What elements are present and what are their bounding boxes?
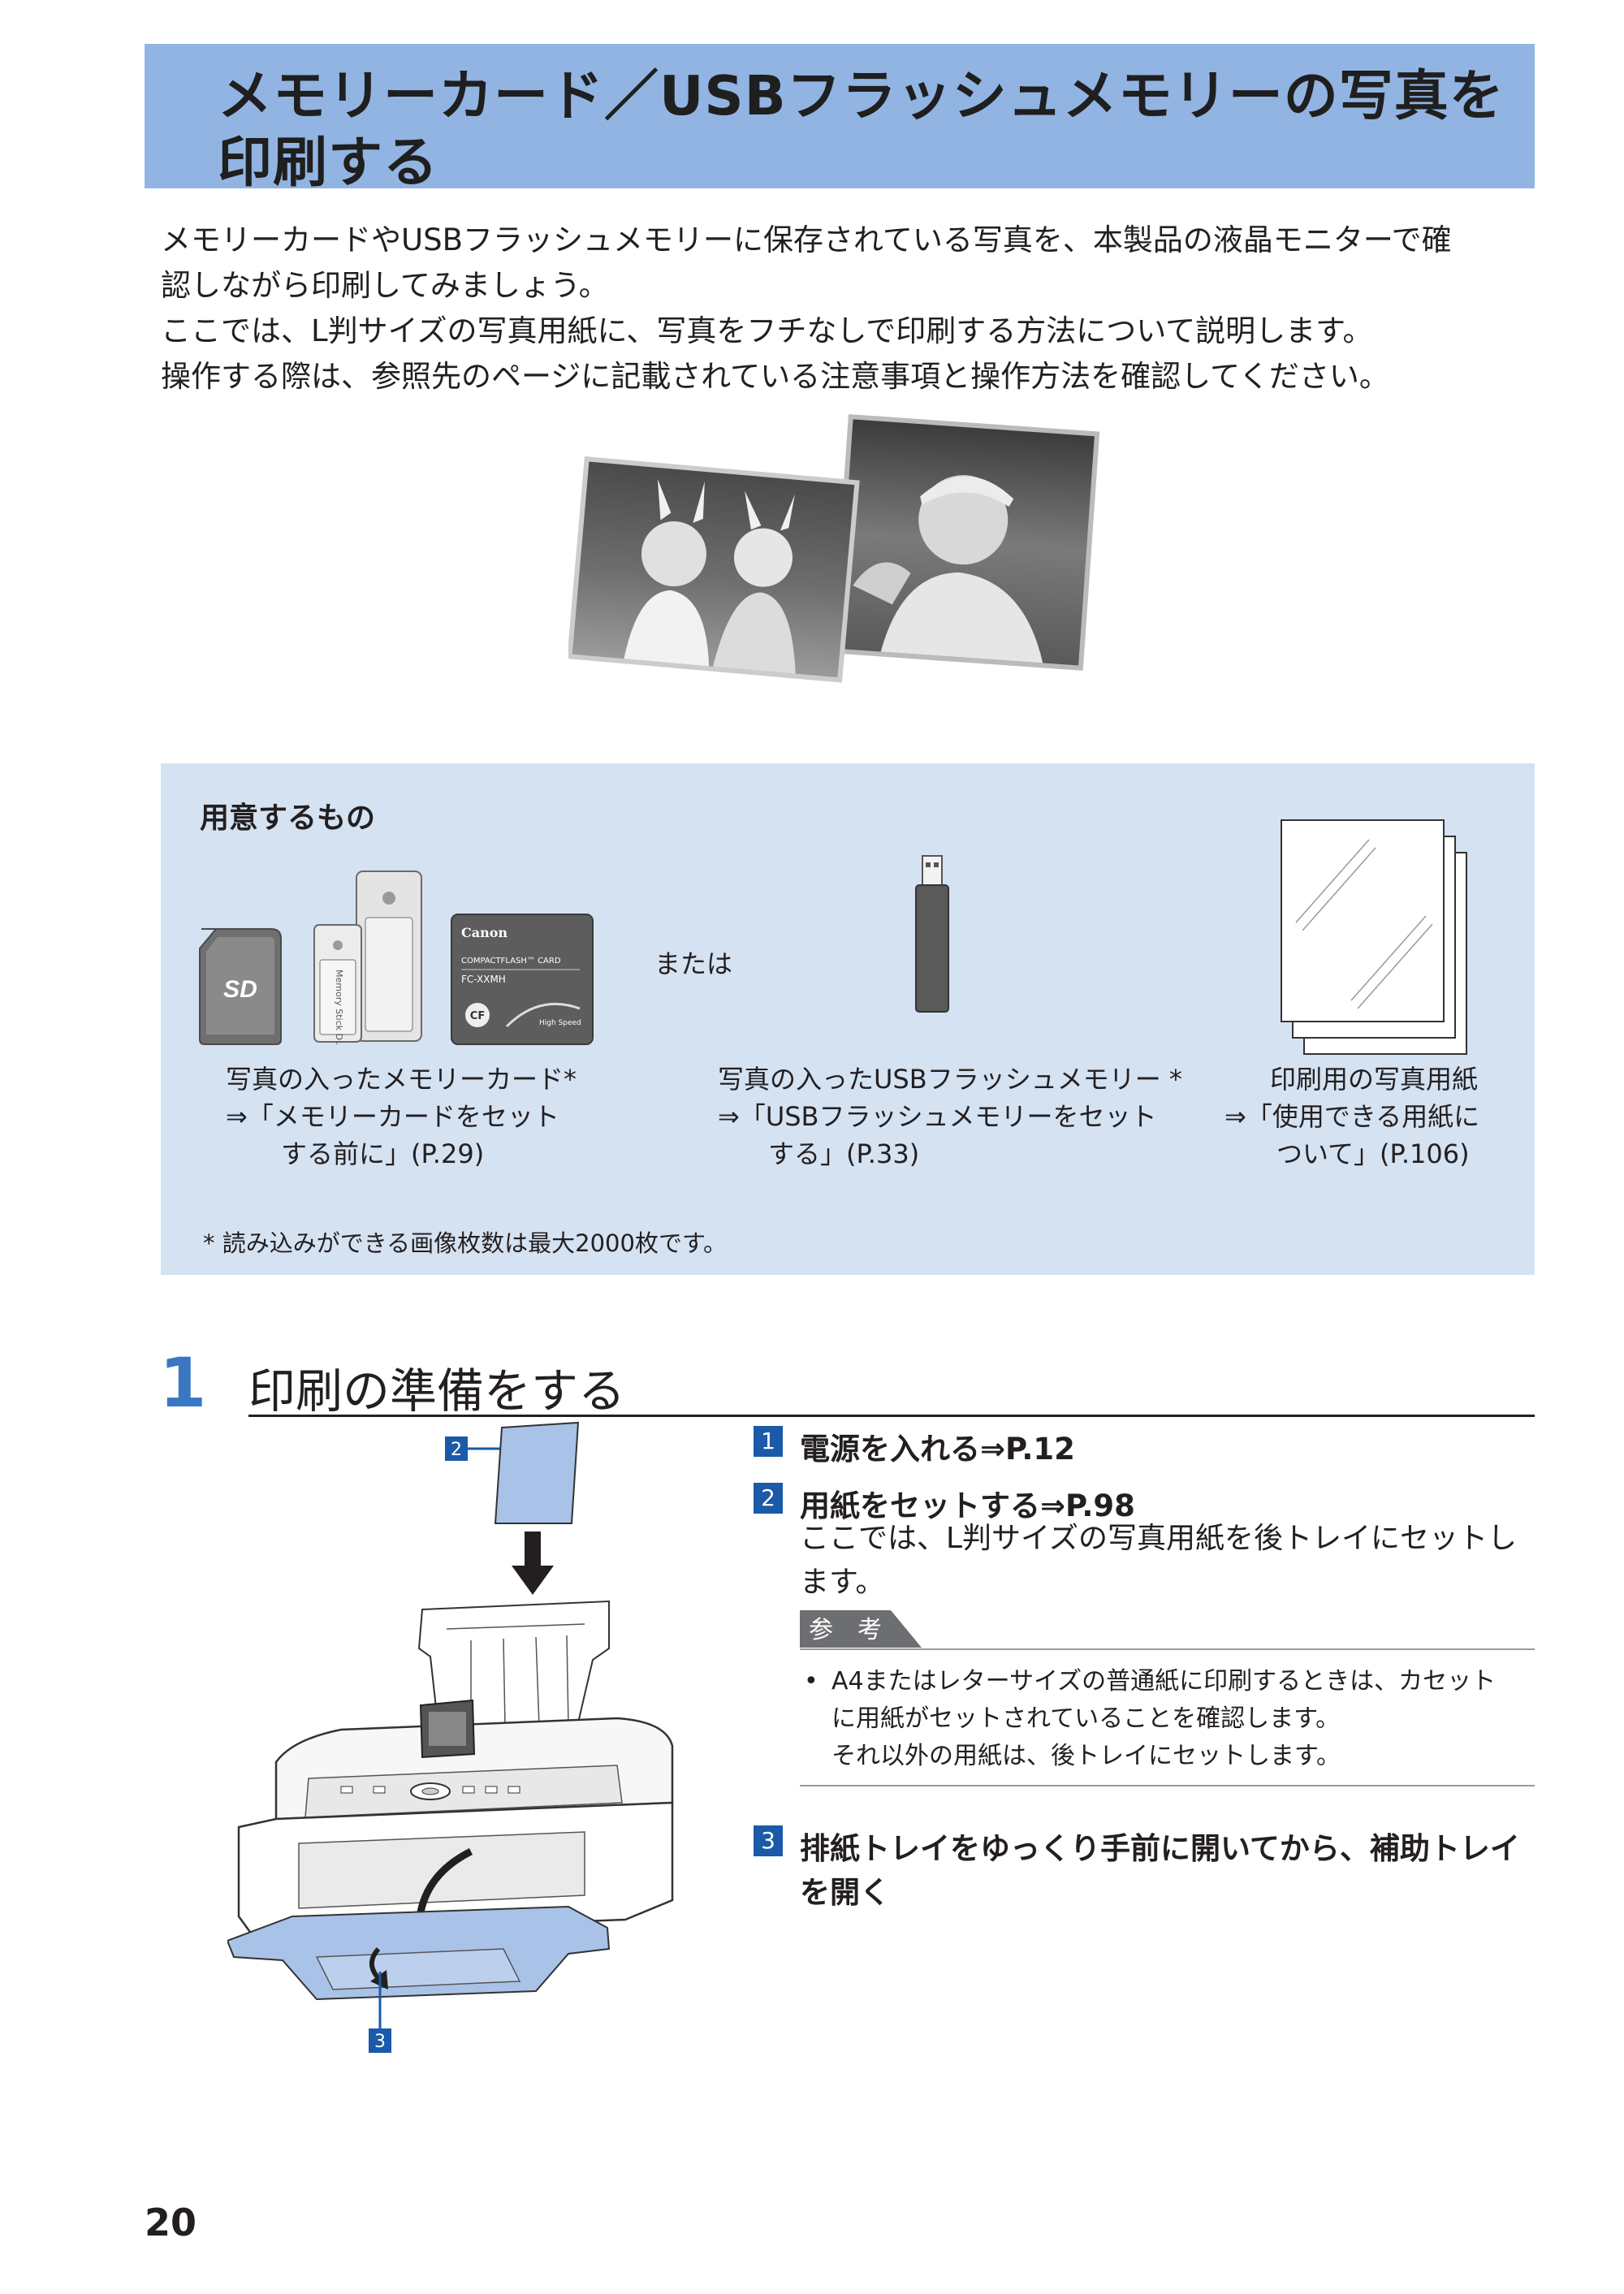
usb-caption: 写真の入ったUSBフラッシュメモリー * ⇒「USBフラッシュメモリーをセット …: [718, 1064, 1182, 1169]
reference-bullet: •: [804, 1667, 818, 1696]
paper-sheet-shape: [494, 1421, 580, 1524]
cf-model-text: FC-XXMH: [461, 974, 506, 985]
requirements-title: 用意するもの: [200, 801, 376, 835]
reference-line: A4またはレターサイズの普通紙に印刷するときは、カセット: [831, 1667, 1497, 1696]
step1-badge: 1: [754, 1426, 783, 1457]
step2-text: 用紙をセットする⇒P.98: [800, 1488, 1135, 1523]
step3-text-line2: を開く: [800, 1875, 890, 1910]
photo-paper-stack-icon: [1281, 819, 1467, 1055]
page-title-line2: 印刷する: [218, 131, 438, 194]
cf-badge-text: CF: [470, 1010, 485, 1022]
callout-3-label: 3: [374, 2032, 386, 2052]
section-number: 1: [159, 1343, 207, 1423]
section-title: 印刷の準備をする: [248, 1363, 626, 1419]
memory-stick-duo-icon: Memory Stick Duo: [313, 924, 362, 1044]
or-label: または: [654, 948, 733, 979]
printer-illustration: 2 3: [227, 1421, 674, 2053]
title-banner: メモリーカード／USBフラッシュメモリーの写真を 印刷する: [145, 44, 1535, 194]
sd-logo-text: SD: [223, 976, 257, 1003]
page-number: 20: [145, 2201, 197, 2244]
section-rule: [248, 1415, 1535, 1417]
paper-caption: 印刷用の写真用紙 ⇒「使用できる用紙に ついて」(P.106): [1224, 1064, 1480, 1169]
step1-text: 電源を入れる⇒P.12: [800, 1432, 1075, 1467]
intro-line: 操作する際は、参照先のページに記載されている注意事項と操作方法を確認してください…: [161, 359, 1389, 394]
down-arrow-icon: [512, 1531, 554, 1595]
page-title-line1: メモリーカード／USBフラッシュメモリーの写真を: [218, 64, 1505, 127]
reference-tab: 参 考: [800, 1610, 922, 1648]
sample-photos-image: [568, 414, 1100, 683]
memory-stick-label: Memory Stick Duo: [334, 970, 344, 1044]
intro-line: メモリーカードやUSBフラッシュメモリーに保存されている写真を、本製品の液晶モニ…: [161, 222, 1452, 257]
sd-card-icon: SD: [199, 928, 282, 1045]
callout-2-box: [445, 1436, 468, 1461]
step2-description: ここでは、L判サイズの写真用紙を後トレイにセットします。: [800, 1522, 1517, 1599]
requirements-box: 用意するもの SD Memory Stick Duo Canon COMPACT…: [161, 763, 1535, 1275]
callout-2-label: 2: [451, 1440, 462, 1460]
memory-stick-large-icon: [356, 871, 422, 1042]
intro-line: ここでは、L判サイズの写真用紙に、写真をフチなしで印刷する方法について説明します…: [161, 313, 1373, 348]
reference-bottom-divider: [800, 1785, 1535, 1786]
usb-flash-drive-icon: [915, 855, 949, 1013]
callout-3-box: [369, 2028, 391, 2053]
intro-line: 認しながら印刷してみましょう。: [161, 268, 609, 303]
step3-text-line1: 排紙トレイをゆっくり手前に開いてから、補助トレイ: [800, 1831, 1520, 1866]
step2-badge: 2: [754, 1483, 783, 1514]
compactflash-card-icon: Canon COMPACTFLASH™ CARD FC-XXMH CF High…: [451, 914, 594, 1045]
image-limit-note: * 読み込みができる画像枚数は最大2000枚です。: [203, 1229, 728, 1257]
reference-divider: [800, 1648, 1535, 1650]
cf-title-text: COMPACTFLASH™ CARD: [461, 957, 561, 966]
reference-line: に用紙がセットされていることを確認します。: [831, 1704, 1341, 1733]
photo-back: [831, 414, 1100, 671]
reference-line: それ以外の用紙は、後トレイにセットします。: [831, 1742, 1341, 1770]
reference-body: • A4またはレターサイズの普通紙に印刷するときは、カセット に用紙がセットされ…: [804, 1663, 1535, 1775]
intro-paragraph: メモリーカードやUSBフラッシュメモリーに保存されている写真を、本製品の液晶モニ…: [161, 218, 1533, 400]
cf-brand-text: Canon: [461, 925, 508, 940]
reference-tab-label: 参 考: [809, 1616, 882, 1644]
memory-card-caption: 写真の入ったメモリーカード* ⇒「メモリーカードをセット する前に」(P.29): [226, 1064, 577, 1169]
photo-front: [568, 456, 860, 683]
cf-speed-text: High Speed: [539, 1019, 581, 1027]
step3-badge: 3: [754, 1825, 783, 1856]
